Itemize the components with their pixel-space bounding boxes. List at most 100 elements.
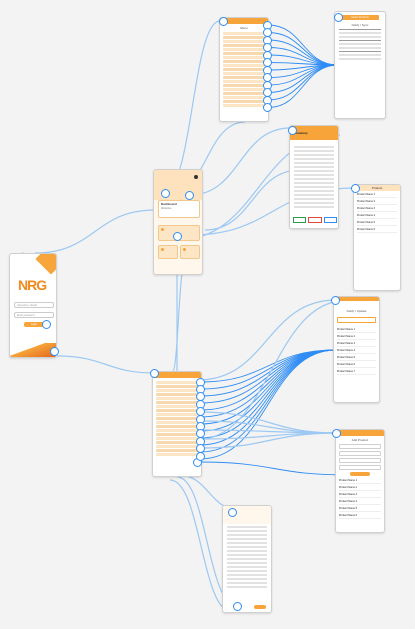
report-row[interactable] bbox=[227, 534, 267, 536]
edit-item[interactable]: Product Name 4 bbox=[337, 348, 376, 354]
panel-item[interactable]: Product Name 5 bbox=[357, 220, 397, 226]
menu-row[interactable] bbox=[223, 68, 265, 71]
list-row[interactable] bbox=[339, 43, 381, 45]
edit-item[interactable]: Product Name 2 bbox=[337, 334, 376, 340]
report-row[interactable] bbox=[227, 566, 267, 568]
menu-mid-row[interactable] bbox=[156, 433, 198, 436]
form-item[interactable]: Product Name 3 bbox=[339, 492, 381, 498]
menu-mid-row[interactable] bbox=[156, 441, 198, 444]
list-row[interactable] bbox=[339, 32, 381, 34]
report-row[interactable] bbox=[227, 562, 267, 564]
form-field[interactable] bbox=[339, 465, 381, 470]
menu-mid-row[interactable] bbox=[156, 389, 198, 392]
connector-dot[interactable] bbox=[218, 16, 228, 26]
form-field[interactable] bbox=[339, 458, 381, 463]
summary-table-screen[interactable]: Summary bbox=[289, 125, 339, 229]
table-row[interactable] bbox=[294, 182, 334, 184]
table-row[interactable] bbox=[294, 174, 334, 176]
menu-row[interactable] bbox=[223, 52, 265, 55]
form-item[interactable]: Product Name 6 bbox=[339, 513, 381, 519]
menu-row[interactable] bbox=[223, 64, 265, 67]
list-row[interactable] bbox=[339, 51, 381, 52]
menu-mid-row[interactable] bbox=[156, 413, 198, 416]
menu-row[interactable] bbox=[223, 104, 265, 107]
report-row[interactable] bbox=[227, 538, 267, 540]
menu-mid-row[interactable] bbox=[156, 381, 198, 384]
report-row[interactable] bbox=[227, 554, 267, 556]
menu-mid-row[interactable] bbox=[156, 449, 198, 452]
table-row[interactable] bbox=[294, 154, 334, 156]
connector-dot[interactable] bbox=[333, 12, 343, 22]
report-table-screen[interactable] bbox=[222, 505, 272, 613]
report-row[interactable] bbox=[227, 526, 267, 528]
connector-dot[interactable] bbox=[227, 507, 237, 517]
menu-mid-row[interactable] bbox=[156, 421, 198, 424]
table-row[interactable] bbox=[294, 170, 334, 172]
menu-row[interactable] bbox=[223, 48, 265, 51]
menu-row[interactable] bbox=[223, 76, 265, 79]
table-row[interactable] bbox=[294, 158, 334, 160]
panel-item[interactable]: Product Name 3 bbox=[357, 206, 397, 212]
table-row[interactable] bbox=[294, 178, 334, 180]
table-row[interactable] bbox=[294, 206, 334, 208]
report-row[interactable] bbox=[227, 570, 267, 572]
connector-dot[interactable] bbox=[262, 103, 272, 112]
dashboard-screen[interactable]: Dashboard Welcome bbox=[153, 169, 203, 275]
table-row[interactable] bbox=[294, 186, 334, 188]
menu-row[interactable] bbox=[223, 60, 265, 63]
connector-dot[interactable] bbox=[49, 346, 59, 356]
table-row[interactable] bbox=[294, 166, 334, 168]
menu-mid-row[interactable] bbox=[156, 429, 198, 432]
report-row[interactable] bbox=[227, 542, 267, 544]
connector-dot[interactable] bbox=[195, 451, 205, 461]
connector-dot[interactable] bbox=[41, 319, 51, 329]
menu-screen-top[interactable]: Menu bbox=[219, 17, 269, 122]
menu-row[interactable] bbox=[223, 40, 265, 43]
form-field[interactable] bbox=[339, 451, 381, 456]
menu-mid-row[interactable] bbox=[156, 405, 198, 408]
report-row[interactable] bbox=[227, 578, 267, 580]
login-screen[interactable]: NRG Username / Email Enter password Logi… bbox=[9, 253, 57, 358]
panel-item[interactable]: Product Name 2 bbox=[357, 199, 397, 205]
form-item[interactable]: Product Name 4 bbox=[339, 499, 381, 505]
list-row[interactable] bbox=[339, 36, 381, 38]
table-row[interactable] bbox=[294, 198, 334, 200]
report-row[interactable] bbox=[227, 586, 267, 588]
connector-dot[interactable] bbox=[331, 428, 341, 438]
list-row[interactable] bbox=[339, 54, 381, 56]
panel-item[interactable]: Product Name 1 bbox=[357, 192, 397, 198]
edit-search[interactable] bbox=[337, 317, 376, 323]
menu-row[interactable] bbox=[223, 84, 265, 87]
form-submit-button[interactable] bbox=[350, 472, 370, 476]
menu-mid-row[interactable] bbox=[156, 385, 198, 388]
table-row[interactable] bbox=[294, 150, 334, 152]
table-row[interactable] bbox=[294, 190, 334, 192]
report-row[interactable] bbox=[227, 550, 267, 552]
connector-dot[interactable] bbox=[330, 295, 340, 305]
form-item[interactable]: Product Name 2 bbox=[339, 485, 381, 491]
menu-mid-row[interactable] bbox=[156, 453, 198, 456]
menu-mid-row[interactable] bbox=[156, 393, 198, 396]
panel-item[interactable]: Product Name 6 bbox=[357, 227, 397, 233]
menu-row[interactable] bbox=[223, 36, 265, 39]
list-row[interactable] bbox=[339, 47, 381, 49]
report-row[interactable] bbox=[227, 582, 267, 584]
form-item[interactable]: Product Name 1 bbox=[339, 478, 381, 484]
menu-row[interactable] bbox=[223, 72, 265, 75]
connector-dot[interactable] bbox=[287, 125, 297, 135]
menu-mid-row[interactable] bbox=[156, 401, 198, 404]
form-field[interactable] bbox=[339, 444, 381, 449]
edit-item[interactable]: Product Name 1 bbox=[337, 327, 376, 333]
form-item[interactable]: Product Name 5 bbox=[339, 506, 381, 512]
list-row[interactable] bbox=[339, 58, 381, 60]
menu-row[interactable] bbox=[223, 44, 265, 47]
connector-dot[interactable] bbox=[172, 231, 182, 241]
password-field[interactable]: Enter password bbox=[14, 312, 54, 318]
menu-row[interactable] bbox=[223, 80, 265, 83]
login-button[interactable]: Login bbox=[24, 322, 44, 327]
connector-dot[interactable] bbox=[232, 601, 242, 611]
menu-mid-row[interactable] bbox=[156, 409, 198, 412]
